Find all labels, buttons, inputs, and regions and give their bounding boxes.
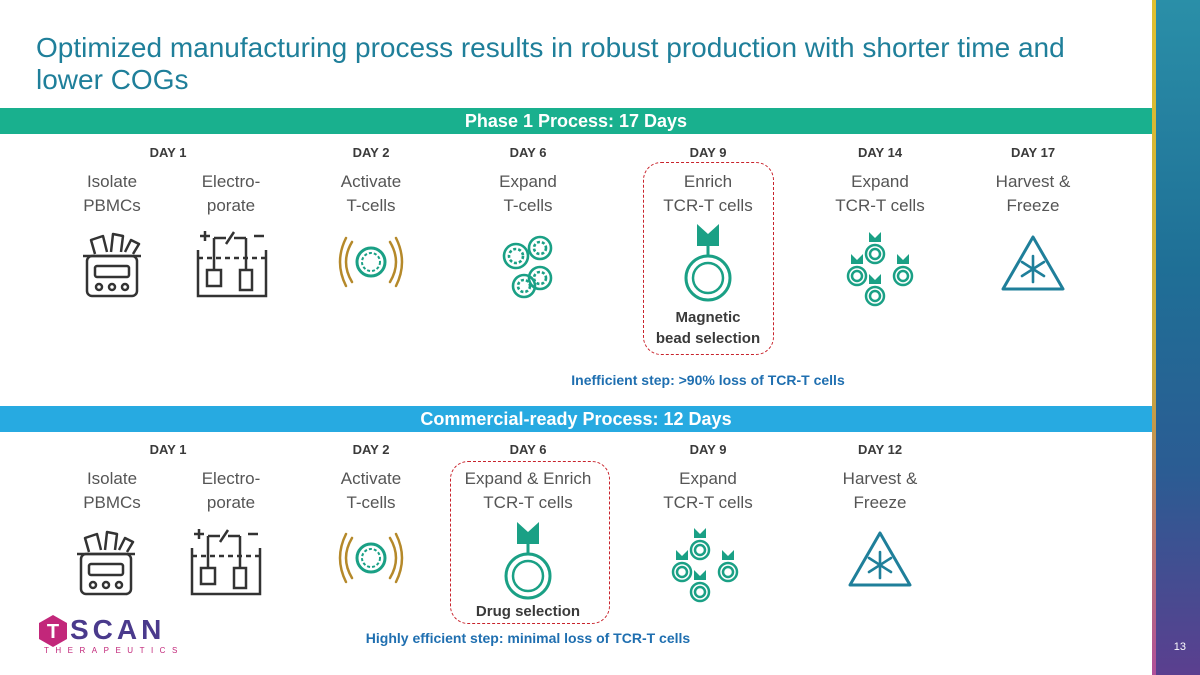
phase1-step: Harvest & Freeze xyxy=(995,172,1071,215)
commercial-highlight-box xyxy=(450,461,610,624)
freeze-warning-icon xyxy=(1001,235,1065,291)
slide-title: Optimized manufacturing process results … xyxy=(36,32,1065,95)
commercial-day: DAY 9 xyxy=(689,442,727,457)
commercial-day: DAY 6 xyxy=(509,442,547,457)
phase1-callout: Inefficient step: >90% loss of TCR-T cel… xyxy=(571,372,845,388)
commercial-day: DAY 1 xyxy=(149,442,187,457)
phase1-step: Expand TCR-T cells xyxy=(835,172,925,215)
phase1-step: Electro- porate xyxy=(201,172,261,215)
phase1-day: DAY 17 xyxy=(1010,145,1056,160)
phase1-step: Isolate PBMCs xyxy=(83,172,141,215)
centrifuge-icon xyxy=(83,232,141,298)
commercial-step: Isolate PBMCs xyxy=(83,469,141,512)
cell-cluster-icon xyxy=(502,235,553,299)
commercial-highlight-note: Drug selection xyxy=(475,603,581,620)
commercial-step: Expand & Enrich TCR-T cells xyxy=(464,469,592,512)
enriched-cell-icon xyxy=(504,522,552,600)
tcr-cell-cluster-icon xyxy=(671,528,739,603)
commercial-day: DAY 12 xyxy=(857,442,903,457)
electroporation-icon xyxy=(190,529,262,596)
commercial-banner: Commercial-ready Process: 12 Days xyxy=(0,406,1152,432)
phase1-banner: Phase 1 Process: 17 Days xyxy=(0,108,1152,134)
logo-word: SCAN xyxy=(70,614,166,645)
phase1-highlight-box xyxy=(643,162,774,355)
phase1-highlight-note: Magnetic bead selection xyxy=(655,309,761,347)
phase1-day: DAY 1 xyxy=(149,145,187,160)
commercial-step: Harvest & Freeze xyxy=(842,469,918,512)
commercial-callout: Highly efficient step: minimal loss of T… xyxy=(365,630,691,646)
commercial-step: Electro- porate xyxy=(201,469,261,512)
activation-icon xyxy=(338,532,404,584)
logo-letter: T xyxy=(47,621,59,643)
phase1-step: Expand T-cells xyxy=(499,172,557,215)
logo-subtitle: THERAPEUTICS xyxy=(44,646,184,655)
commercial-step: Activate T-cells xyxy=(340,469,402,512)
commercial-day: DAY 2 xyxy=(352,442,390,457)
right-decor-bar xyxy=(1156,0,1200,675)
centrifuge-icon xyxy=(77,530,135,596)
phase1-step: Enrich TCR-T cells xyxy=(663,172,753,215)
phase1-day: DAY 9 xyxy=(689,145,727,160)
phase1-day: DAY 2 xyxy=(352,145,390,160)
right-accent-stripe xyxy=(1152,0,1156,675)
phase1-day: DAY 14 xyxy=(857,145,903,160)
electroporation-icon xyxy=(196,231,268,298)
page-number: 13 xyxy=(1173,641,1186,653)
phase1-day: DAY 6 xyxy=(509,145,547,160)
activation-icon xyxy=(338,236,404,288)
enriched-cell-icon xyxy=(684,224,732,302)
phase1-step: Activate T-cells xyxy=(340,172,402,215)
tcr-cell-cluster-icon xyxy=(846,232,914,307)
tscan-logo-mark: T xyxy=(39,615,67,647)
freeze-warning-icon xyxy=(848,531,912,587)
commercial-step: Expand TCR-T cells xyxy=(663,469,753,512)
